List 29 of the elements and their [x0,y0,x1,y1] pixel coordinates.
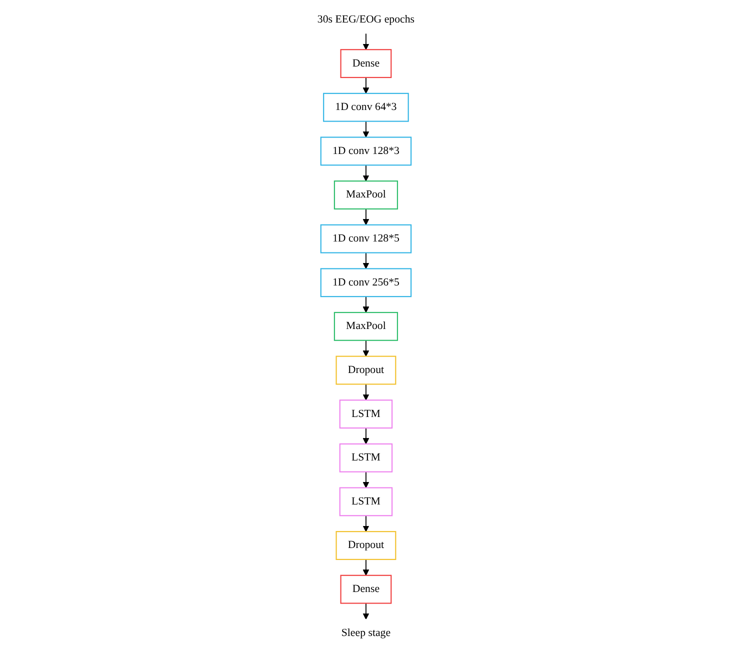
node-box: Dropout [336,531,396,560]
arrow [362,208,370,226]
arrow [362,428,370,444]
arrow [362,340,370,357]
arrow [362,164,370,182]
node-box: Dense [340,574,392,604]
node-text: 30s EEG/EOG epochs [317,14,415,26]
arrow [362,471,370,488]
node-box: MaxPool [334,312,398,341]
arrow [362,384,370,400]
arrow [362,296,370,313]
arrow [362,77,370,94]
node-box: 1D conv 128*5 [320,224,412,254]
node-box: 1D conv 256*5 [320,268,412,298]
arrow [362,33,370,50]
node-box: Dropout [336,356,396,385]
arrow [362,559,370,576]
node-box: MaxPool [334,180,398,210]
arrow [362,120,370,138]
node-box: Dense [340,49,392,78]
node-text: Sleep stage [341,627,391,639]
node-box: LSTM [339,487,393,516]
node-box: 1D conv 64*3 [323,92,409,122]
arrow [362,515,370,532]
arrow [362,252,370,270]
node-box: 1D conv 128*3 [320,136,412,166]
arrow [362,602,370,620]
node-box: LSTM [339,443,393,472]
node-box: LSTM [339,400,393,429]
